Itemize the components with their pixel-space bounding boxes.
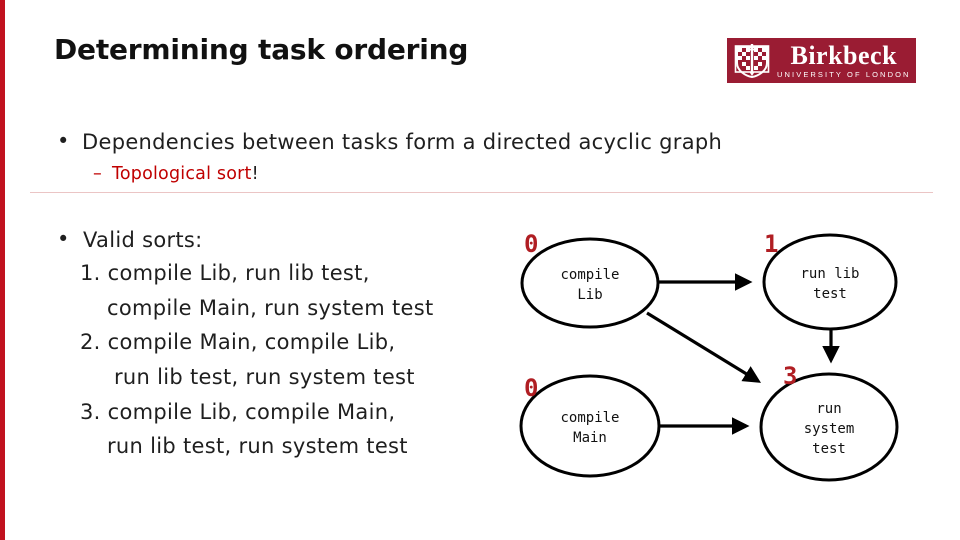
sort-line: run lib test, run system test <box>114 365 415 390</box>
node-label: system <box>804 421 855 437</box>
bullet-marker: • <box>57 129 70 153</box>
sort-line: 3. compile Lib, compile Main, <box>80 399 396 424</box>
sub-bullet-topological-sort: –Topological sort! <box>93 164 259 184</box>
logo-subtitle: UNIVERSITY OF LONDON <box>777 69 911 79</box>
node-label: run <box>816 401 841 417</box>
node-label: test <box>813 286 847 302</box>
birkbeck-crest-icon <box>734 44 770 79</box>
node-label: test <box>812 441 846 457</box>
edge-compile-lib-to-run-system-test <box>646 311 762 383</box>
exclamation-mark: ! <box>251 164 259 184</box>
logo-wordmark: Birkbeck <box>790 40 898 70</box>
bullet-marker: • <box>57 227 70 251</box>
birkbeck-logo: Birkbeck UNIVERSITY OF LONDON <box>727 38 916 83</box>
indegree-badge-run-system-test: 3 <box>783 362 797 390</box>
node-label: run lib <box>800 266 859 282</box>
topological-sort-text: Topological sort <box>111 164 252 184</box>
bullet-valid-sorts: Valid sorts: <box>83 228 203 252</box>
node-label: compile <box>560 267 619 283</box>
slide-accent-bar <box>0 0 5 540</box>
indegree-badge-run-lib-test: 1 <box>764 230 778 258</box>
node-label: compile <box>560 410 619 426</box>
node-label: Main <box>573 430 607 446</box>
sort-line: 2. compile Main, compile Lib, <box>80 330 396 355</box>
indegree-badge-compile-main: 0 <box>524 374 538 402</box>
dash-marker: – <box>93 164 102 184</box>
separator-line <box>30 192 933 193</box>
indegree-badge-compile-lib: 0 <box>524 230 538 258</box>
node-label: Lib <box>577 287 602 303</box>
sort-line: compile Main, run system test <box>107 295 434 320</box>
sort-line: run lib test, run system test <box>107 434 408 459</box>
sort-line: 1. compile Lib, run lib test, <box>80 261 370 285</box>
bullet-dependencies: Dependencies between tasks form a direct… <box>82 130 723 154</box>
valid-sorts-list: 1. compile Lib, run lib test, compile Ma… <box>80 256 433 464</box>
page-title: Determining task ordering <box>54 33 469 66</box>
node-run-lib-test: run lib test 1 <box>762 230 898 331</box>
node-run-system-test: run system test 3 <box>759 362 899 482</box>
